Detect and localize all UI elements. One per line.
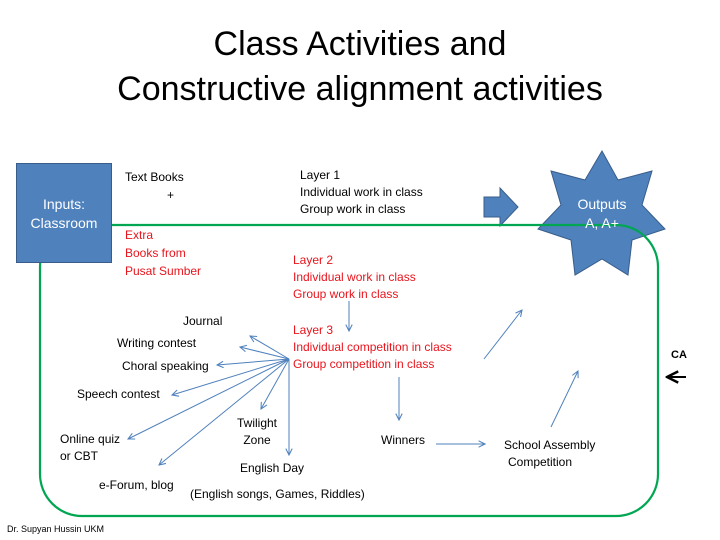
extra-books-label: Extra Books from Pusat Sumber (125, 226, 201, 280)
outputs-label-line-1: Outputs (577, 196, 627, 212)
activity-eforum: e-Forum, blog (99, 478, 174, 492)
assembly-line-1: School Assembly (504, 438, 596, 452)
outputs-star-shape (537, 149, 666, 276)
layer-1-title: Layer 1 (300, 168, 341, 182)
activity-english-day: English Day (240, 461, 305, 475)
footer-author: Dr. Supyan Hussin UKM (7, 524, 105, 534)
slide-title: Class Activities and Constructive alignm… (0, 22, 720, 112)
inputs-label: Inputs: Classroom (16, 195, 112, 233)
activity-writing-contest: Writing contest (117, 336, 197, 350)
text-books-label: Text Books (125, 170, 184, 184)
ca-label: CA (671, 349, 687, 361)
title-line-1: Class Activities and (213, 25, 507, 63)
layer-2-block: Layer 2 Individual work in class Group w… (293, 252, 416, 303)
extra-line-2: Books from (125, 246, 186, 260)
twilight-line-2: Zone (243, 433, 271, 447)
title-line-2: Constructive alignment activities (117, 70, 603, 108)
inputs-label-line-1: Inputs: (42, 196, 86, 212)
activity-online-quiz: Online quiz or CBT (60, 431, 120, 465)
block-arrow-icon (483, 186, 519, 228)
layer-1-block: Layer 1 Individual work in class Group w… (300, 167, 423, 218)
inputs-classroom-box (16, 163, 112, 263)
layer-1-item: Individual work in class (300, 185, 423, 199)
assembly-line-2: Competition (508, 455, 573, 469)
outputs-label: Outputs A, A+ (562, 195, 642, 233)
layer-3-item: Individual competition in class (293, 340, 452, 354)
layer-3-item: Group competition in class (293, 357, 435, 371)
extra-line-3: Pusat Sumber (125, 264, 202, 278)
activity-twilight-zone: Twilight Zone (232, 415, 282, 449)
layer-3-block: Layer 3 Individual competition in class … (293, 322, 452, 373)
layer-1-item: Group work in class (300, 202, 406, 216)
plus-sign: + (167, 188, 175, 202)
online-quiz-line-2: or CBT (60, 449, 99, 463)
winners-label: Winners (381, 433, 426, 447)
english-day-note: (English songs, Games, Riddles) (190, 487, 365, 501)
activity-speech-contest: Speech contest (77, 387, 160, 401)
twilight-line-1: Twilight (236, 416, 277, 430)
inputs-label-line-2: Classroom (30, 215, 98, 231)
activity-loop-outline (38, 223, 660, 518)
outputs-label-line-2: A, A+ (585, 215, 619, 231)
activity-choral-speaking: Choral speaking (122, 359, 209, 373)
activity-journal: Journal (183, 314, 223, 328)
school-assembly-label: School Assembly Competition (504, 437, 595, 471)
layer-2-item: Individual work in class (293, 270, 416, 284)
online-quiz-line-1: Online quiz (60, 432, 121, 446)
extra-line-1: Extra (125, 228, 154, 242)
layer-2-item: Group work in class (293, 287, 399, 301)
layer-3-title: Layer 3 (293, 323, 334, 337)
layer-2-title: Layer 2 (293, 253, 334, 267)
